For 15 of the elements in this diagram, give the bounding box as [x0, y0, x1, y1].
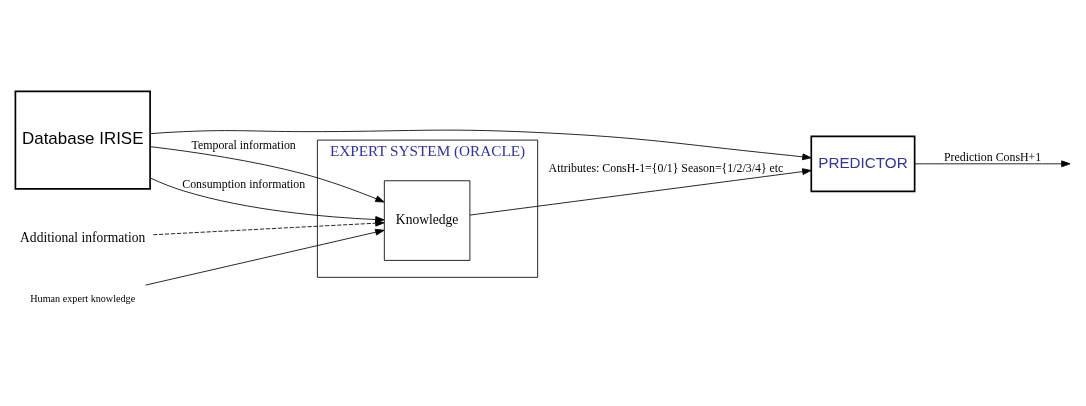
arrow [149, 129, 812, 161]
node-text: Human expert knowledge [30, 292, 136, 304]
edge-label: Prediction ConsH+1 [943, 149, 1042, 164]
node-box: Knowledge [383, 180, 471, 261]
arrow [152, 219, 385, 236]
node-box: Database IRISE [14, 90, 151, 190]
node-text: Additional information [20, 229, 146, 245]
arrow [149, 146, 385, 203]
arrow [914, 160, 1071, 168]
node-box: PREDICTOR [810, 135, 916, 193]
edge-label: Consumption information [182, 176, 306, 191]
edge-label: Attributes: ConsH-1={0/1} Season={1/2/3/4} etc [548, 160, 784, 175]
arrow [469, 168, 812, 216]
edge-label: Temporal information [191, 137, 296, 152]
arrow [145, 228, 385, 286]
